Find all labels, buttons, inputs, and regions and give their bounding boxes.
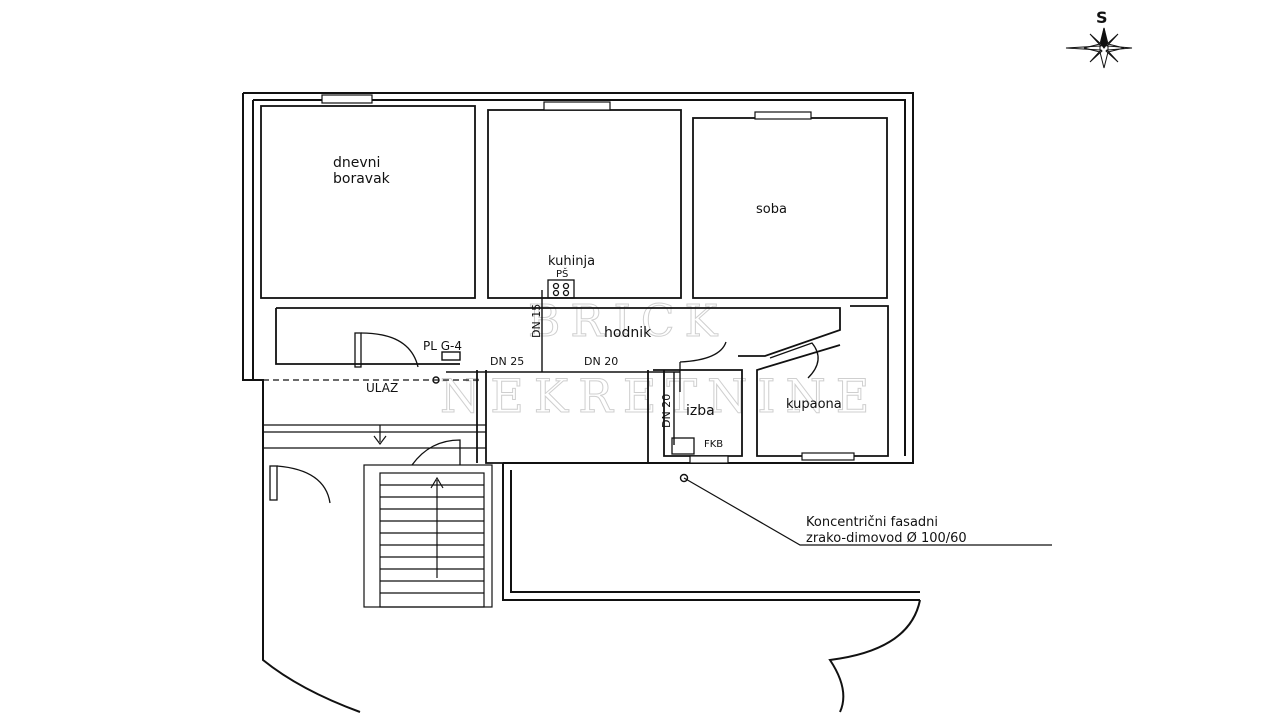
room-dnevni-boravak [260,105,476,299]
label-ulaz: ULAZ [366,381,398,395]
stairs [263,379,493,608]
door-swing [769,342,819,379]
window [543,101,611,111]
watermark-brick: BRICK [528,296,727,347]
boiler-icon [671,437,695,455]
door-swing [411,439,461,466]
label-fkb: FKB [704,439,723,450]
room-izba [653,369,743,457]
pipe-labels: PL G-4 DN 25 DN 20 DN 15 DN 20 FKB [423,304,723,450]
flue-annotation: Koncentrični fasadni zrako-dimovod Ø 100… [806,515,967,546]
door-swing [679,341,727,392]
label-dn20-v: DN 20 [660,394,673,428]
compass-rose-icon: S [1065,8,1133,69]
label-boravak: boravak [333,171,391,187]
door-leaf [354,332,362,368]
label-ps: PŠ [556,267,568,280]
label-dn15: DN 15 [530,304,543,338]
annotation-line1: Koncentrični fasadni [806,515,938,530]
window [754,111,812,120]
door-leaf [269,465,278,501]
window [689,455,729,464]
appliances [547,279,695,455]
label-hodnik: hodnik [604,325,652,341]
window [321,94,373,104]
label-dnevni: dnevni [333,155,380,171]
label-soba: soba [756,202,787,217]
label-dn25: DN 25 [490,355,524,368]
window [801,452,855,461]
stove-icon [547,279,575,299]
compass-label: S [1096,8,1108,27]
door-swing [360,332,419,368]
doors [269,332,819,504]
label-izba: izba [686,403,715,419]
room-hodnik [276,307,841,357]
windows [321,94,855,464]
watermark-nekretnine: NEKRETNINE [440,369,879,423]
annotation-line2: zrako-dimovod Ø 100/60 [806,531,967,546]
exterior-walls [242,92,921,713]
pipes [432,290,1052,546]
room-labels: dnevni boravak kuhinja PŠ soba hodnik iz… [333,155,842,419]
label-dn20-h: DN 20 [584,355,618,368]
label-pl-g4: PL G-4 [423,339,462,353]
room-soba [692,117,888,299]
room-kuhinja [487,109,682,299]
watermark: BRICK NEKRETNINE [440,296,879,424]
door-swing [276,465,331,504]
label-kupaona: kupaona [786,397,842,412]
label-kuhinja: kuhinja [548,254,595,269]
